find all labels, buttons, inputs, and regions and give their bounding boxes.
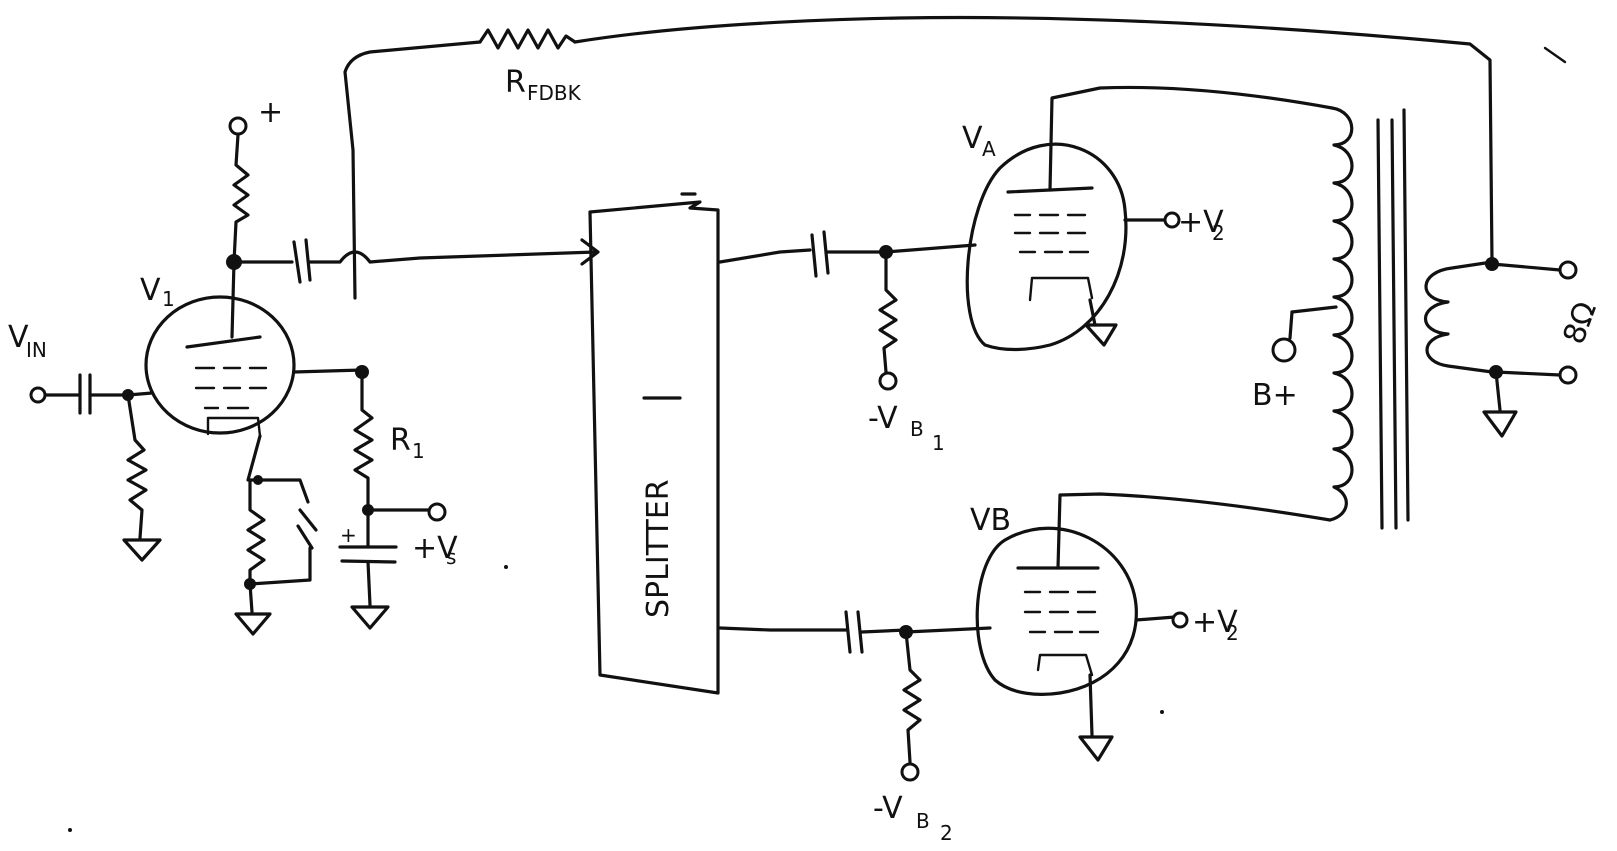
v1-label: V <box>140 273 161 308</box>
v2-terminal-b <box>1171 611 1189 629</box>
grid-resistor-v1 <box>126 393 148 540</box>
r1-label: R <box>390 423 411 458</box>
ohms-label: 8Ω <box>1557 297 1604 348</box>
lower-output-stage <box>718 492 1332 782</box>
ground-icon <box>1078 735 1114 762</box>
vb1-label: -V <box>868 401 898 436</box>
svg-text:IN: IN <box>26 338 47 362</box>
vs-label: +V <box>412 531 458 566</box>
coupling-capacitor-b <box>844 610 864 654</box>
svg-text:B: B <box>916 809 930 833</box>
v2-label-top: +V <box>1178 205 1224 240</box>
va-label: V <box>962 121 983 156</box>
filter-capacitor <box>338 545 398 564</box>
r1-resistor <box>353 370 374 512</box>
tube-vb <box>975 526 1138 696</box>
svg-text:B: B <box>910 417 924 441</box>
plus-label: + <box>258 95 283 130</box>
plus-terminal <box>228 116 248 136</box>
cap-plus-label: + <box>340 523 357 547</box>
feedback-resistor <box>478 28 577 50</box>
vin-terminal <box>29 386 47 404</box>
vb-label: VB <box>970 503 1011 538</box>
ground-icon <box>122 538 162 562</box>
r-fdbk-label: R <box>505 65 526 100</box>
svg-text:2: 2 <box>1226 621 1239 645</box>
output-transformer <box>1271 106 1578 530</box>
speaker-terminal-bottom <box>1558 365 1578 385</box>
bias-resistor-b <box>902 630 922 764</box>
speaker-terminal-top <box>1558 260 1578 280</box>
svg-text:2: 2 <box>1212 221 1225 245</box>
coupling-capacitor-a <box>810 230 830 278</box>
v2-terminal-a <box>1163 211 1181 229</box>
cathode-resistor <box>246 478 266 585</box>
vin-label: V <box>8 320 29 355</box>
labels: R FDBK V 1 V IN + R 1 +V s + V A VB +V 2… <box>8 65 1604 845</box>
splitter-block: SPLITTER <box>588 192 720 695</box>
svg-text:A: A <box>982 137 996 161</box>
vb2-terminal <box>900 762 920 782</box>
vb2-label: -V <box>873 791 903 826</box>
vs-terminal <box>427 502 447 522</box>
svg-text:2: 2 <box>940 821 953 845</box>
ground-icon <box>1482 410 1518 438</box>
ground-icon <box>1084 323 1118 347</box>
secondary-winding <box>1423 260 1494 374</box>
tube-v1 <box>144 295 296 435</box>
svg-text:1: 1 <box>412 439 425 463</box>
v2-label-bottom: +V <box>1192 605 1238 640</box>
ground-icon <box>234 612 272 636</box>
input-capacitor <box>78 373 92 415</box>
bplus-label: B+ <box>1252 378 1298 413</box>
svg-text:1: 1 <box>932 431 945 455</box>
bplus-terminal <box>1271 337 1297 363</box>
input-stage <box>29 116 600 636</box>
bias-resistor-a <box>878 250 898 374</box>
svg-text:FDBK: FDBK <box>527 81 582 105</box>
tube-va <box>965 142 1128 352</box>
svg-text:s: s <box>446 545 456 569</box>
svg-text:1: 1 <box>162 287 175 311</box>
feedback-path <box>343 15 1494 300</box>
ground-icon <box>350 605 390 630</box>
upper-output-stage <box>718 85 1334 391</box>
primary-winding <box>1328 106 1354 522</box>
plate-resistor-v1 <box>232 133 250 264</box>
vb1-terminal <box>878 371 898 391</box>
splitter-label: SPLITTER <box>641 479 676 618</box>
coupling-capacitor <box>292 238 312 284</box>
bypass-capacitor <box>296 508 318 550</box>
